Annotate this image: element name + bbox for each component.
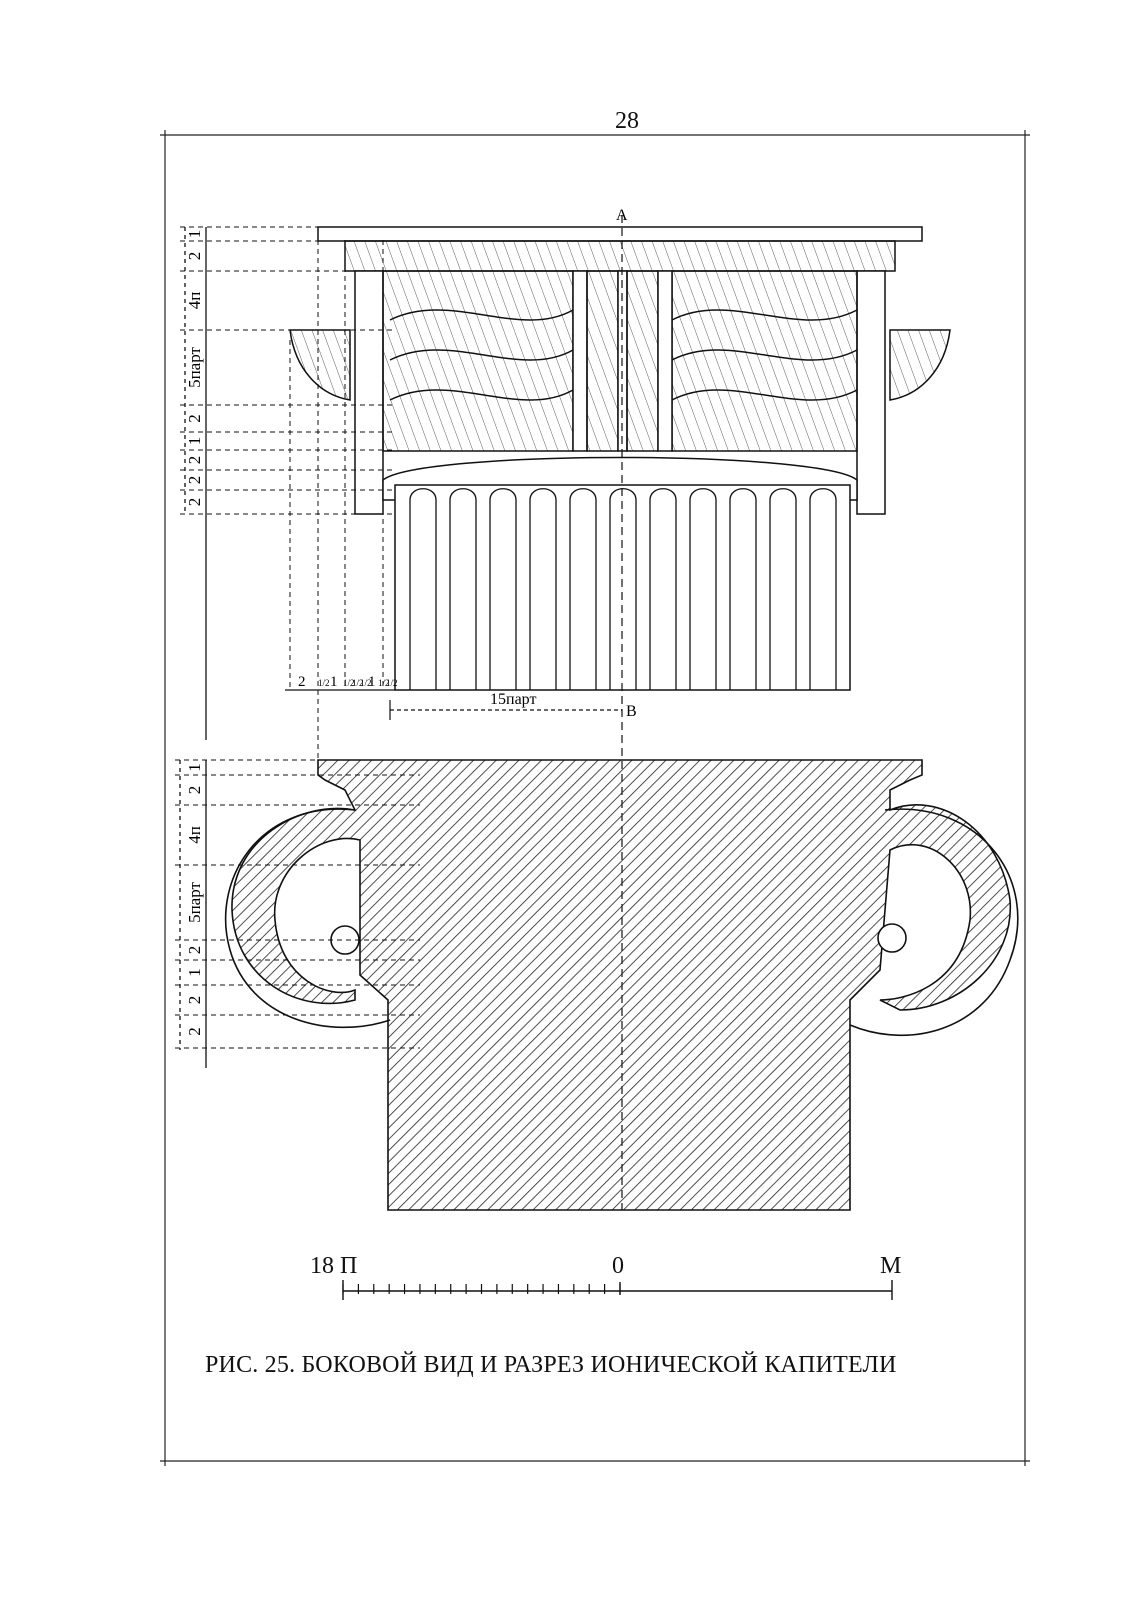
- top-dimension-labels: 1 2 4п 5парт 2 1 2 2 2: [185, 230, 204, 507]
- radius-dim-label: 1/2: [343, 678, 355, 688]
- flute: [529, 488, 557, 690]
- echinus-band: [344, 240, 896, 272]
- dimension-label: 2: [185, 786, 204, 795]
- flute: [569, 488, 597, 690]
- scale-left-label: 18 П: [310, 1253, 358, 1279]
- abacus: [317, 226, 923, 242]
- radius-dim-label: 1: [330, 674, 338, 690]
- section-label-top: А: [616, 207, 628, 224]
- radius-dim-label: 1/2: [360, 678, 372, 688]
- flute: [489, 488, 517, 690]
- flute: [609, 488, 637, 690]
- vertical-guides: [289, 240, 384, 760]
- left-volute-eye: [330, 925, 360, 955]
- dimension-label: 2: [185, 946, 204, 955]
- shaft-flutes: [409, 488, 837, 690]
- dimension-label: 2: [185, 1027, 204, 1036]
- dimension-label: 1: [185, 968, 204, 977]
- scale-ticks: [342, 1284, 621, 1294]
- dimension-label: 1: [185, 437, 204, 446]
- flute: [809, 488, 837, 690]
- bottom-view-guides: [175, 759, 420, 1049]
- center-bead: [586, 270, 619, 452]
- dimension-label: 2: [185, 414, 204, 423]
- right-post: [856, 270, 886, 515]
- scale-bar: [342, 1280, 893, 1300]
- leaf-curve: [389, 309, 574, 321]
- flute: [649, 488, 677, 690]
- left-volute-end: [289, 329, 351, 401]
- section-label-bottom: В: [626, 703, 637, 720]
- leaf-curve: [671, 349, 858, 361]
- dimension-label: 2: [185, 476, 204, 485]
- right-volute-eye: [877, 923, 907, 953]
- leaf-curve: [671, 389, 858, 401]
- flute: [729, 488, 757, 690]
- left-volute-outer: [225, 808, 391, 1029]
- left-post: [354, 270, 384, 515]
- dimension-label: 5парт: [185, 347, 204, 388]
- page-number: 28: [615, 108, 639, 134]
- side-view: [289, 226, 951, 691]
- radius-dim-label: 1/2: [386, 678, 398, 688]
- radius-label: 15парт: [490, 691, 536, 708]
- section-view: [225, 759, 1019, 1211]
- left-leaf-panel: [382, 270, 574, 452]
- dimension-label: 1: [185, 230, 204, 239]
- right-volute-end: [889, 329, 951, 401]
- radius-dim-label: 1/2: [318, 678, 330, 688]
- scale-right-label: М: [880, 1253, 902, 1279]
- dimension-columns: [179, 227, 207, 1068]
- leaf-curve: [389, 389, 574, 401]
- section-body: [231, 759, 1011, 1211]
- page-frame: [160, 130, 1030, 1466]
- dimension-label: 5парт: [185, 882, 204, 923]
- radius-dim-label: 2: [298, 674, 306, 690]
- leaf-curve: [671, 309, 858, 321]
- flute: [409, 488, 437, 690]
- dimension-label: 4п: [185, 826, 204, 844]
- radius-dim-label: 1/2: [378, 678, 390, 688]
- radius-dimension: [285, 689, 622, 720]
- dimension-label: 2: [185, 996, 204, 1005]
- bottom-dimension-labels: 1 2 4п 5парт 2 1 2 2: [185, 763, 204, 1036]
- right-leaf-panel: [671, 270, 858, 452]
- dimension-label: 1: [185, 763, 204, 772]
- dimension-label: 4п: [185, 292, 204, 310]
- dimension-label: 2: [185, 456, 204, 465]
- dimension-label: 2: [185, 252, 204, 261]
- scale-center-label: 0: [612, 1253, 624, 1279]
- flute: [689, 488, 717, 690]
- flute: [449, 488, 477, 690]
- flute: [769, 488, 797, 690]
- center-bead-2: [626, 270, 659, 452]
- figure-caption: РИС. 25. БОКОВОЙ ВИД И РАЗРЕЗ ИОНИЧЕСКОЙ…: [205, 1352, 897, 1378]
- radius-dim-label: 1/2: [352, 678, 364, 688]
- radius-dim-label: 1: [368, 674, 376, 690]
- leaf-curve: [389, 349, 574, 361]
- right-volute-outer: [849, 808, 1019, 1037]
- dimension-label: 2: [185, 498, 204, 507]
- center-strip-right: [657, 270, 673, 452]
- center-strip-left: [572, 270, 588, 452]
